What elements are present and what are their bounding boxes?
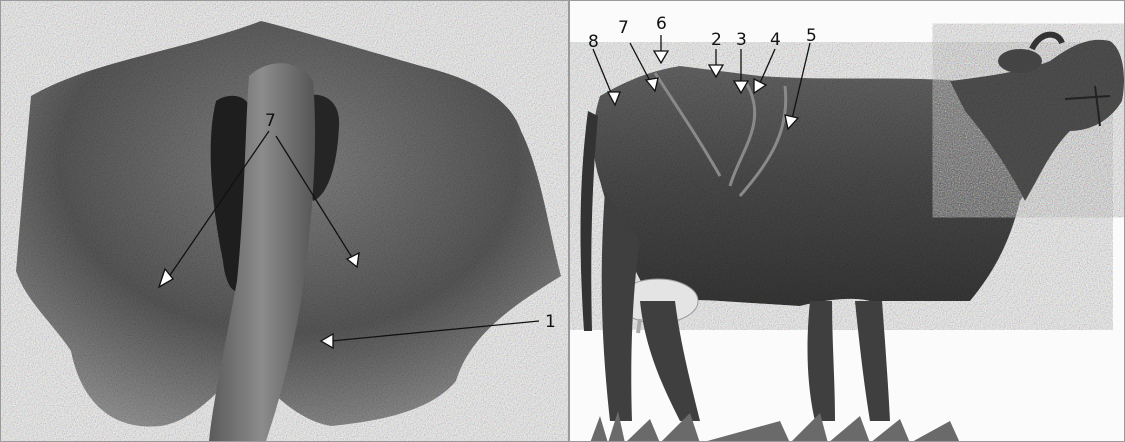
grass (590, 411, 960, 442)
label-8-side: 8 (588, 32, 599, 52)
side-view-illustration: 8 7 6 2 3 4 5 (569, 0, 1125, 442)
side-view-drawing: 8 7 6 2 3 4 5 (570, 1, 1125, 442)
cow-horn (1032, 35, 1062, 49)
label-7-rear: 7 (265, 111, 276, 131)
label-1-rear: 1 (545, 312, 556, 332)
label-3-side: 3 (736, 30, 747, 50)
label-2-side: 2 (711, 30, 722, 50)
cow-ear (998, 49, 1042, 73)
label-4-side: 4 (770, 30, 781, 50)
rear-view-drawing: 7 1 (1, 1, 569, 442)
rear-view-illustration: 7 1 (0, 0, 569, 442)
label-5-side: 5 (806, 26, 817, 46)
cow-tail (581, 111, 598, 331)
label-6-side: 6 (656, 14, 667, 34)
label-7-side: 7 (618, 18, 629, 38)
